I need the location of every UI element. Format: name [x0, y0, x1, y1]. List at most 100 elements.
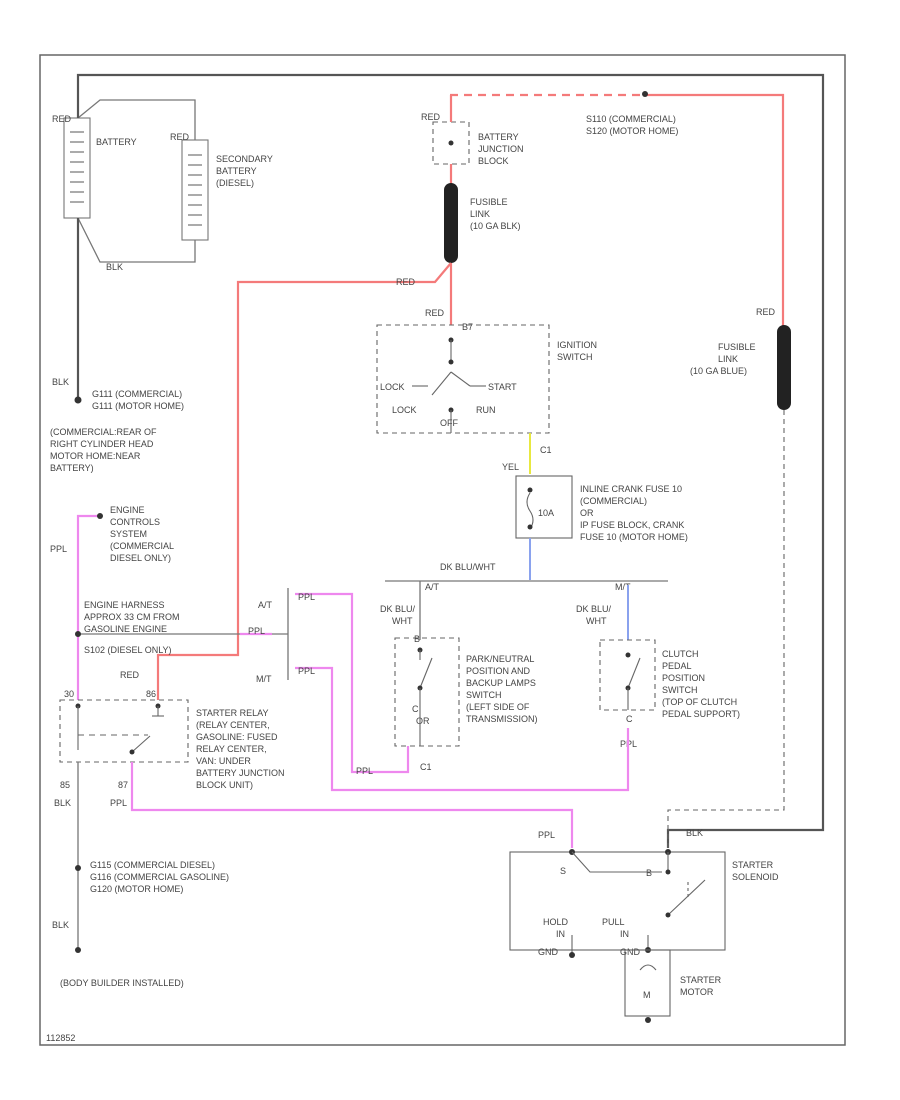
ignition-b7-label: B7 — [462, 322, 473, 332]
relay-term-30: 30 — [64, 689, 74, 699]
body-builder-label: (BODY BUILDER INSTALLED) — [60, 978, 184, 988]
relay-line-2: (RELAY CENTER, — [196, 720, 270, 730]
relay-line-7: BLOCK UNIT) — [196, 780, 253, 790]
dk-blu-wht-label: DK BLU/WHT — [440, 562, 496, 572]
pn-dkblu-1: DK BLU/ — [380, 604, 416, 614]
clutch-line-5: (TOP OF CLUTCH — [662, 697, 737, 707]
relay-line-5: VAN: UNDER — [196, 756, 251, 766]
relay-term-86: 86 — [146, 689, 156, 699]
relay-term-85: 85 — [60, 780, 70, 790]
clutch-switch-box — [599, 639, 656, 711]
pn-term-bottom: C — [412, 704, 419, 714]
fusible-link-1-line-2: LINK — [470, 209, 490, 219]
pn-line-6: TRANSMISSION) — [466, 714, 538, 724]
engine-controls-1: ENGINE — [110, 505, 145, 515]
junction-label-1: BATTERY — [478, 132, 519, 142]
fusible-link-2 — [777, 325, 791, 410]
clutch-line-2: PEDAL — [662, 661, 692, 671]
at-branch-label: A/T — [258, 600, 273, 610]
relay-line-1: STARTER RELAY — [196, 708, 269, 718]
engine-controls-3: SYSTEM — [110, 529, 147, 539]
red-wire-label: RED — [396, 277, 416, 287]
pn-c1: C1 — [420, 762, 432, 772]
ground-note-4: BATTERY) — [50, 463, 94, 473]
ignition-switch-box — [376, 324, 550, 434]
clutch-dkblu-2: WHT — [586, 616, 607, 626]
relay-line-6: BATTERY JUNCTION — [196, 768, 285, 778]
battery-label: BATTERY — [96, 137, 137, 147]
ppl-wire-engine-controls — [76, 514, 100, 700]
starter-solenoid-box — [509, 851, 726, 951]
battery-group: RED BATTERY BLK RED SECONDARY BATTERY (D… — [52, 99, 273, 272]
bus-at-label: A/T — [425, 582, 440, 592]
motor-label-2: MOTOR — [680, 987, 714, 997]
relay-line-4: RELAY CENTER, — [196, 744, 267, 754]
pn-or-label: OR — [416, 716, 430, 726]
splice-s110-dot — [642, 91, 648, 97]
solenoid-blk: BLK — [686, 828, 703, 838]
park-neutral-switch-box — [394, 637, 460, 747]
clutch-line-4: SWITCH — [662, 685, 698, 695]
solenoid-b: B — [646, 868, 652, 878]
solenoid-in2: IN — [620, 929, 629, 939]
clutch-line-3: POSITION — [662, 673, 705, 683]
pn-ppl: PPL — [356, 766, 373, 776]
ignition-title-1: IGNITION — [557, 340, 597, 350]
s110-line-1: S110 (COMMERCIAL) — [586, 114, 676, 124]
pn-line-5: (LEFT SIDE OF — [466, 702, 530, 712]
diagram-id: 112852 — [46, 1033, 75, 1043]
ground-g115-line-3: G120 (MOTOR HOME) — [90, 884, 183, 894]
ground-g111-line-2: G111 (MOTOR HOME) — [92, 401, 184, 411]
relay-ppl: PPL — [110, 798, 127, 808]
fusible-link-2-red: RED — [756, 307, 776, 317]
junction-label-2: JUNCTION — [478, 144, 524, 154]
ground-note-3: MOTOR HOME:NEAR — [50, 451, 141, 461]
ignition-lock-label: LOCK — [380, 382, 405, 392]
clutch-line-6: PEDAL SUPPORT) — [662, 709, 740, 719]
starter-relay-box — [59, 699, 189, 763]
ignition-start-label: START — [488, 382, 517, 392]
fuse-line-5: FUSE 10 (MOTOR HOME) — [580, 532, 688, 542]
clutch-dkblu-1: DK BLU/ — [576, 604, 612, 614]
fuse-line-1: INLINE CRANK FUSE 10 — [580, 484, 682, 494]
harness-line-2: APPROX 33 CM FROM — [84, 612, 180, 622]
secondary-battery-label-1: SECONDARY — [216, 154, 273, 164]
mt-ppl: PPL — [298, 666, 315, 676]
solenoid-pull: PULL — [602, 917, 625, 927]
diagram-frame — [39, 54, 846, 1046]
ignition-off-label: OFF — [440, 418, 458, 428]
pn-term-top: B — [414, 634, 420, 644]
engine-controls-ppl: PPL — [50, 544, 67, 554]
ppl-wire-label: PPL — [248, 626, 265, 636]
solenoid-hold: HOLD — [543, 917, 569, 927]
ground-blk-label: BLK — [52, 377, 69, 387]
clutch-line-1: CLUTCH — [662, 649, 699, 659]
battery-neg-label: BLK — [106, 262, 123, 272]
engine-controls-2: CONTROLS — [110, 517, 160, 527]
ignition-lock-bottom: LOCK — [392, 405, 417, 415]
pn-line-3: BACKUP LAMPS — [466, 678, 536, 688]
ground-g115-blk: BLK — [52, 920, 69, 930]
engine-controls-5: DIESEL ONLY) — [110, 553, 171, 563]
relay-blk: BLK — [54, 798, 71, 808]
relay-line-3: GASOLINE: FUSED — [196, 732, 278, 742]
relay-red-label: RED — [120, 670, 140, 680]
motor-label-1: STARTER — [680, 975, 722, 985]
solenoid-s: S — [560, 866, 566, 876]
ground-g111-line-1: G111 (COMMERCIAL) — [92, 389, 182, 399]
ground-g115-line-2: G116 (COMMERCIAL GASOLINE) — [90, 872, 229, 882]
ground-note-1: (COMMERCIAL:REAR OF — [50, 427, 157, 437]
junction-label-3: BLOCK — [478, 156, 509, 166]
mt-branch-label: M/T — [256, 674, 272, 684]
fuse-line-3: OR — [580, 508, 594, 518]
at-ppl: PPL — [298, 592, 315, 602]
solenoid-gnd-1: GND — [538, 947, 559, 957]
solenoid-label-2: SOLENOID — [732, 872, 779, 882]
ignition-red-label: RED — [425, 308, 445, 318]
clutch-term-c: C — [626, 714, 633, 724]
battery-main-blk-wire — [76, 73, 825, 848]
ignition-yel-label: YEL — [502, 462, 519, 472]
ground-g115-line-1: G115 (COMMERCIAL DIESEL) — [90, 860, 215, 870]
fusible-link-2-line-3: (10 GA BLUE) — [690, 366, 747, 376]
